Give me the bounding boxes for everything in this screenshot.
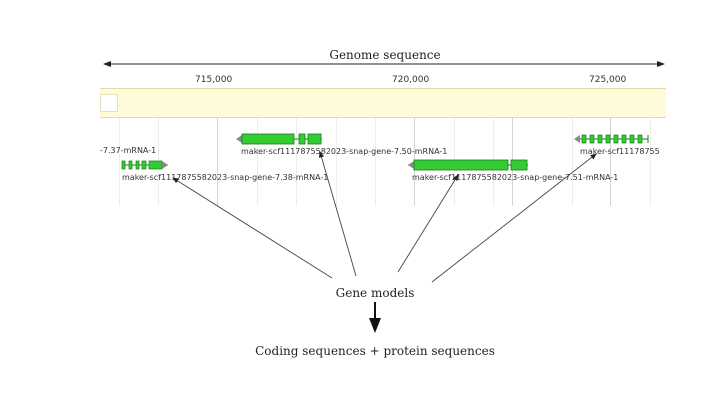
feature-layer [121,133,649,171]
grid-line [454,88,455,206]
grid-line [650,88,651,206]
grid-line [217,88,218,206]
track-label: maker-scf1117875582023-snap-gene-7.38-mR… [122,173,329,182]
grid-line [572,88,573,206]
pointer-line [318,151,357,277]
coding-sequences-label: Coding sequences + protein sequences [255,344,495,358]
grid-line [512,88,513,206]
pointer-line [397,174,459,273]
gene-feature-7-51[interactable] [408,159,528,171]
grid-line [119,88,120,206]
grid-line [158,88,159,206]
ruler-label-715000: 715,000 [195,75,233,85]
grid-line [493,88,494,206]
gene-models-label: Gene models [335,286,415,300]
gene-feature-7-38[interactable] [121,160,168,170]
grid-line [336,88,337,206]
ruler-label-725000: 725,000 [589,75,627,85]
pointer-line [172,177,333,279]
track-label: maker-scf11178755 [580,147,660,156]
highlight-band [100,88,666,118]
grid-line [375,88,376,206]
genome-browser-panel: 715,000 720,000 725,000 [100,72,666,206]
ruler-label-720000: 720,000 [392,75,430,85]
gene-feature-right[interactable] [574,134,649,144]
track-label: -7.37-mRNA-1 [100,146,157,155]
grid-line [296,88,297,206]
grid-line [610,88,611,206]
track-label: maker-scf1117875582023-snap-gene-7.50-mR… [241,147,448,156]
gene-feature-7-50[interactable] [236,133,322,145]
grid-line [257,88,258,206]
track-label: maker-scf1117875582023-snap-gene-7.51-mR… [412,173,619,182]
grid-line [414,88,415,206]
pointer-line [431,153,597,283]
band-tab[interactable] [100,94,118,112]
down-arrow-head [369,318,381,333]
genome-sequence-label: Genome sequence [329,48,441,62]
